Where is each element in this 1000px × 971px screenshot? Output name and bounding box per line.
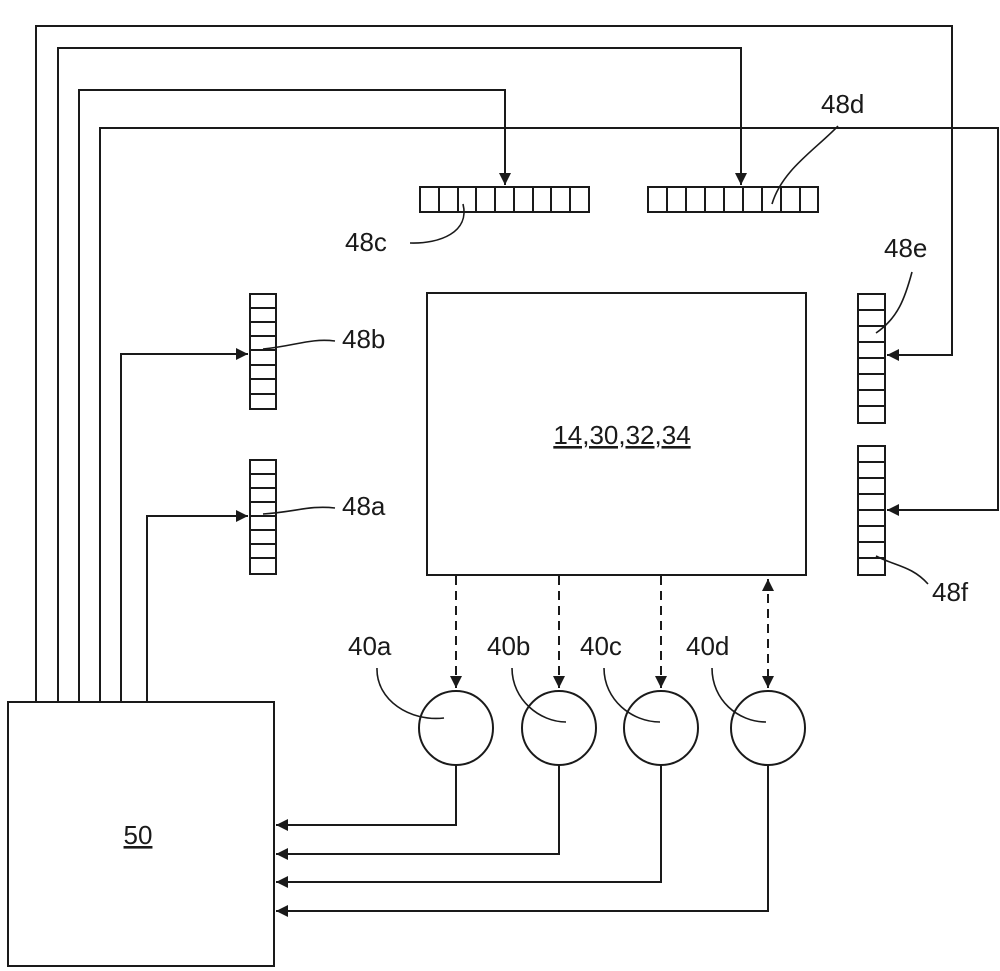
leader-48b (263, 340, 335, 349)
array-48c (420, 187, 589, 212)
label-40d: 40d (686, 631, 729, 661)
sensor-40b (522, 691, 596, 765)
label-48d: 48d (821, 89, 864, 119)
line-to-48f (100, 128, 998, 702)
line-to-48a (147, 516, 248, 702)
line-to-48b (121, 354, 248, 702)
label-48e: 48e (884, 233, 927, 263)
leader-48a (263, 507, 335, 514)
leader-40b (512, 668, 566, 722)
leader-40d (712, 668, 766, 722)
leader-48f (876, 556, 928, 584)
label-40b: 40b (487, 631, 530, 661)
leader-40c (604, 668, 660, 722)
leader-40a (377, 668, 444, 718)
array-48a (250, 460, 276, 574)
array-48e (858, 294, 885, 423)
line-to-48c (79, 90, 505, 702)
line-40b-to-50 (276, 765, 559, 854)
leader-48c (410, 204, 464, 243)
label-48f: 48f (932, 577, 969, 607)
label-40a: 40a (348, 631, 392, 661)
sensor-40d (731, 691, 805, 765)
sensor-40c (624, 691, 698, 765)
line-40d-to-50 (276, 765, 768, 911)
label-48a: 48a (342, 491, 386, 521)
sensor-40a (419, 691, 493, 765)
array-48f (858, 446, 885, 575)
line-40c-to-50 (276, 765, 661, 882)
label-40c: 40c (580, 631, 622, 661)
array-48d (648, 187, 818, 212)
label-48c: 48c (345, 227, 387, 257)
leader-48e (876, 272, 912, 333)
main-block-label: 14,30,32,34 (553, 420, 690, 450)
line-40a-to-50 (276, 765, 456, 825)
line-to-48d (58, 48, 741, 702)
controller-label: 50 (124, 820, 153, 850)
label-48b: 48b (342, 324, 385, 354)
array-48b (250, 294, 276, 409)
